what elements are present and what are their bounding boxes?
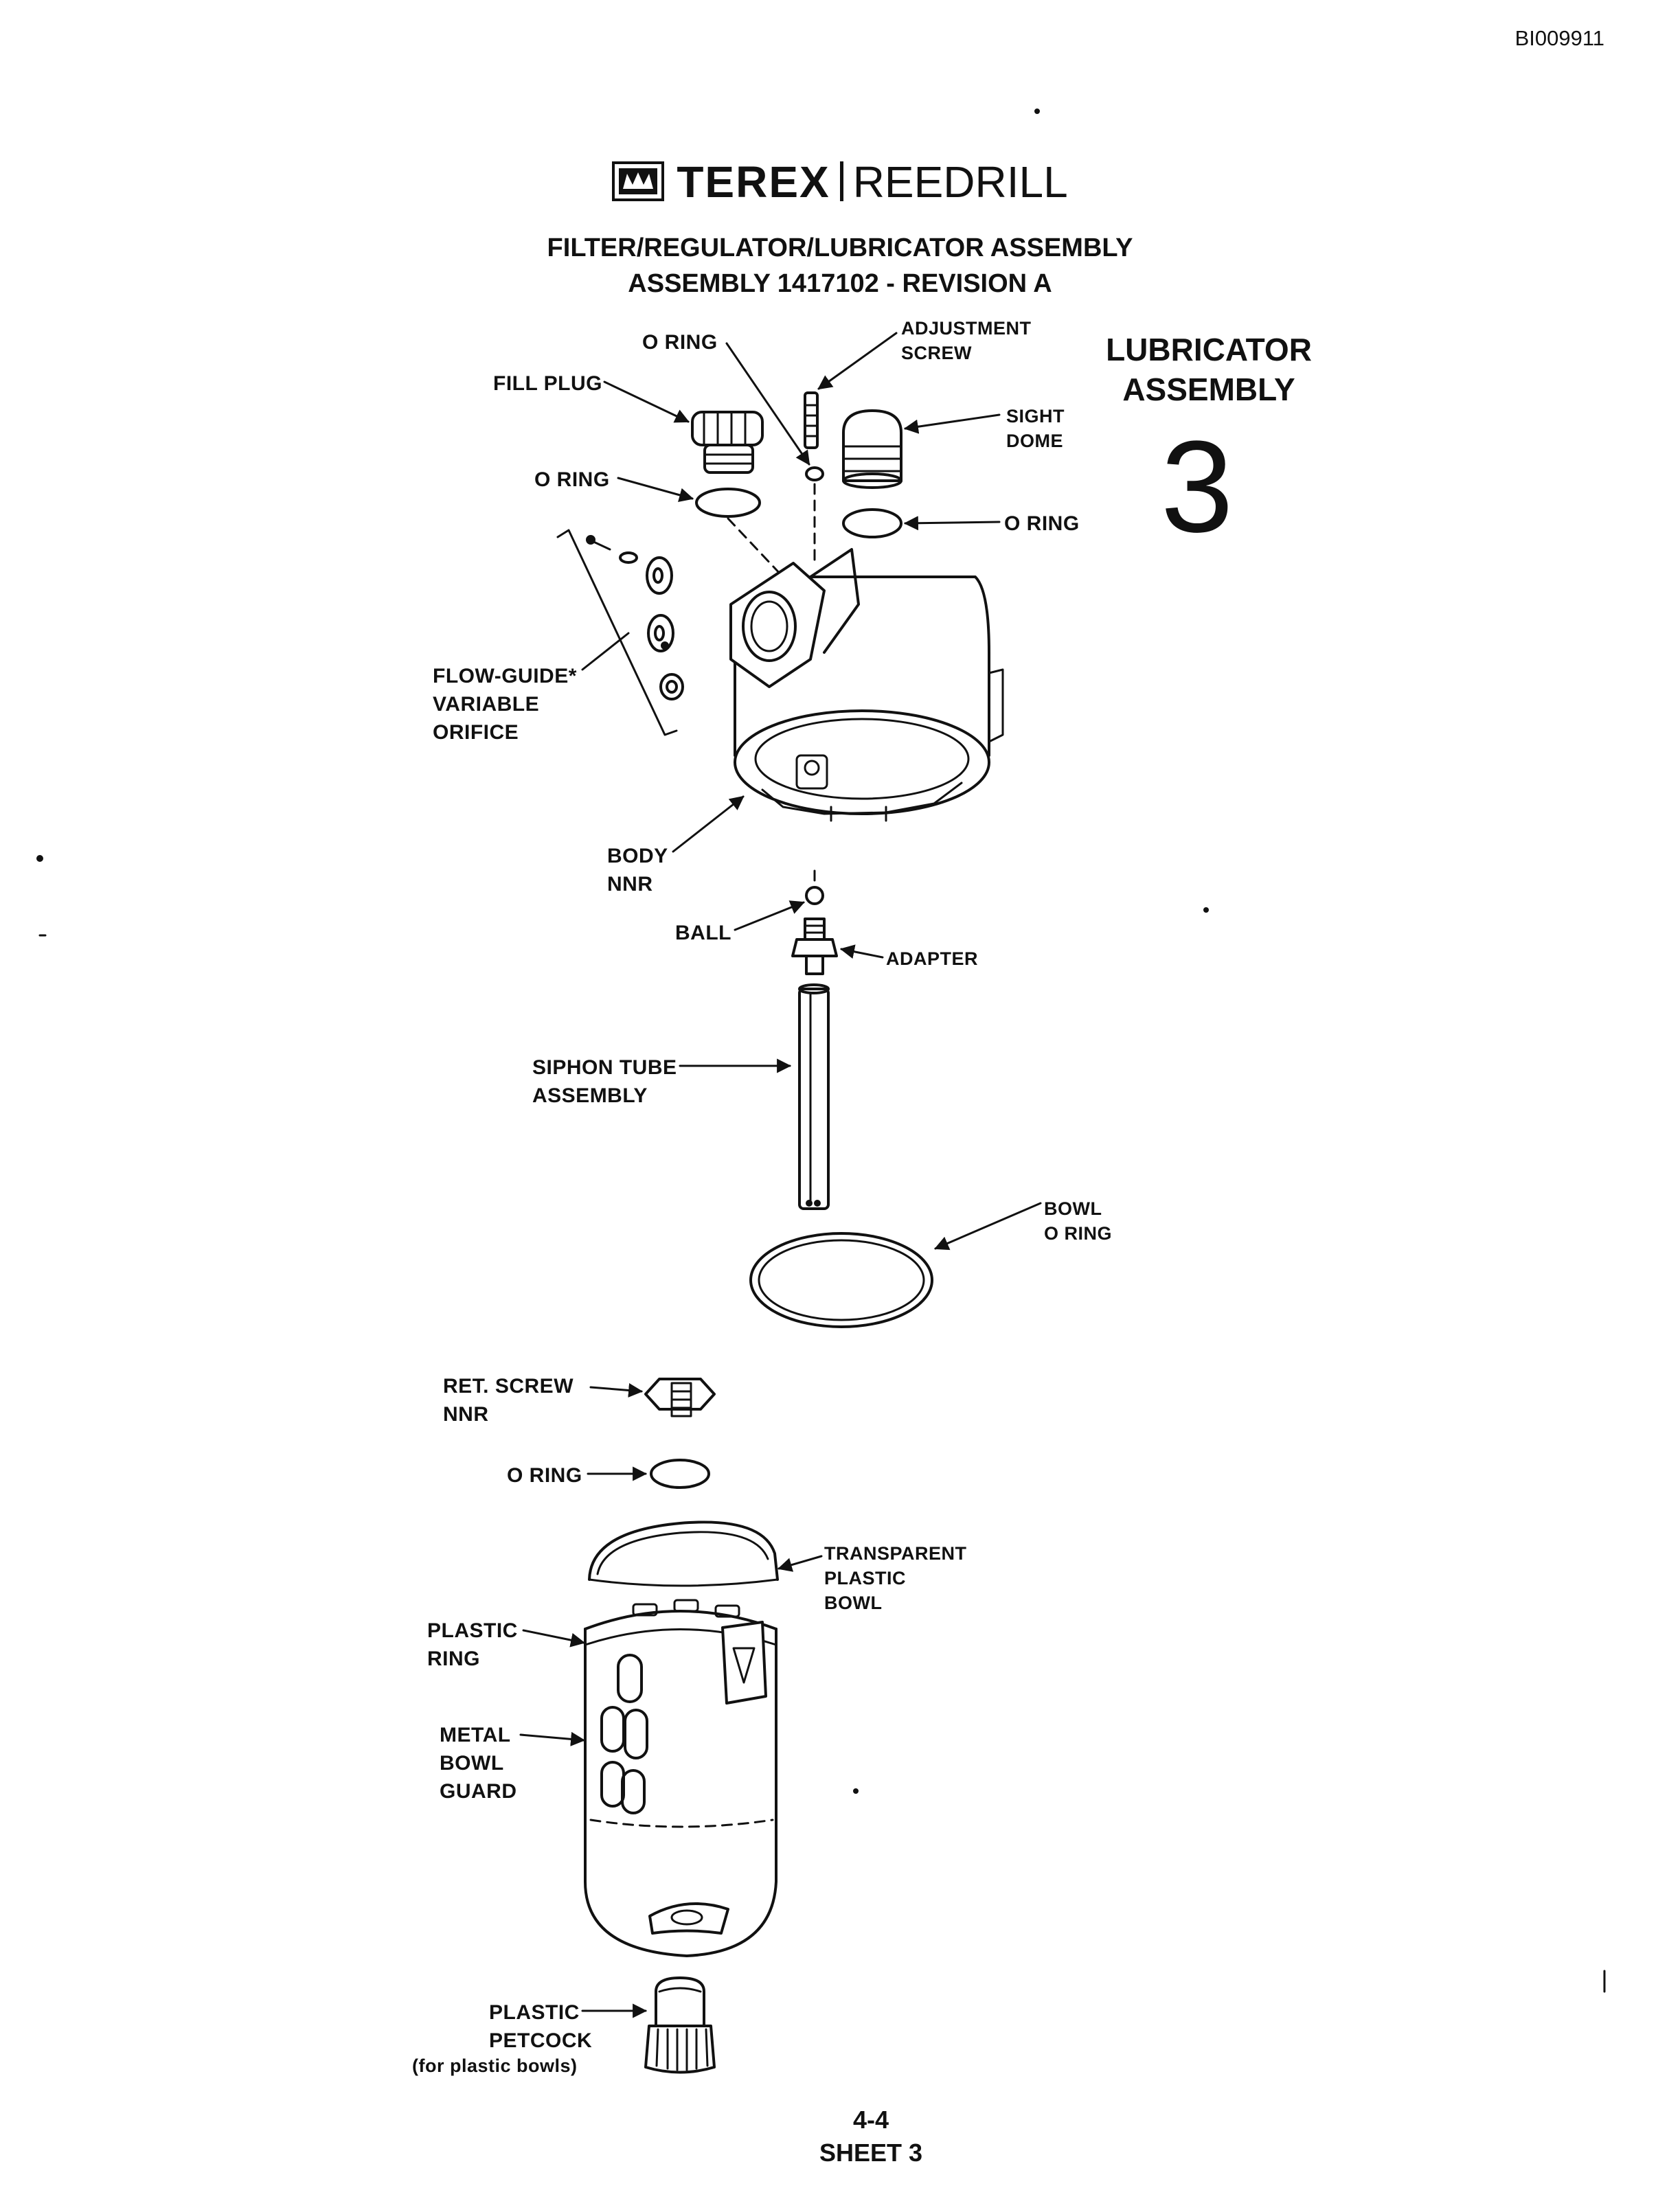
centerline-fill-plug — [727, 517, 784, 578]
assembly-label: LUBRICATOR ASSEMBLY — [1106, 332, 1312, 407]
ret-screw-part — [644, 1378, 716, 1417]
leader-o-ring-right — [903, 516, 1001, 531]
petcock-part — [644, 1976, 716, 2074]
o-ring-top-part — [805, 466, 824, 481]
scan-speck — [1034, 109, 1040, 114]
scan-speck — [1203, 907, 1209, 913]
label-o-ring-top: O RING — [642, 331, 718, 354]
label-o-ring-left: O RING — [534, 468, 610, 491]
label-o-ring-lower: O RING — [507, 1464, 582, 1487]
brand-name-light: REEDRILL — [852, 157, 1068, 207]
leader-adapter — [839, 944, 884, 959]
label-sight-dome: SIGHT DOME — [1006, 406, 1065, 451]
label-plastic-ring: PLASTIC RING — [427, 1619, 518, 1670]
label-flow-guide: FLOW-GUIDE* VARIABLE ORIFICE — [433, 665, 577, 744]
brand-name-bold: TEREX — [677, 157, 830, 207]
assembly-number: 3 — [1161, 414, 1234, 560]
flow-guide-part — [556, 529, 684, 736]
scan-speck — [36, 855, 43, 862]
adjustment-screw-part — [804, 391, 819, 449]
footer-page: 4-4 — [852, 2106, 889, 2134]
label-petcock: PLASTIC PETCOCK — [489, 2001, 593, 2052]
leader-transparent-bowl — [777, 1555, 823, 1572]
label-transparent-bowl: TRANSPARENT PLASTIC BOWL — [824, 1543, 967, 1613]
fill-plug-part — [691, 411, 764, 474]
label-o-ring-right: O RING — [1004, 512, 1080, 535]
title-line-1: FILTER/REGULATOR/LUBRICATOR ASSEMBLY — [547, 233, 1133, 262]
body-part — [729, 548, 1004, 822]
label-siphon-tube: SIPHON TUBE ASSEMBLY — [532, 1056, 677, 1107]
label-ball: BALL — [675, 922, 731, 944]
bowl-o-ring-part — [749, 1232, 933, 1328]
label-fill-plug: FILL PLUG — [493, 372, 602, 395]
brand-divider — [839, 161, 843, 201]
terex-logo-icon — [612, 161, 665, 201]
o-ring-left-part — [695, 488, 761, 518]
label-adapter: ADAPTER — [886, 948, 979, 969]
leader-sight-dome — [903, 413, 1001, 434]
leader-flow-guide — [581, 632, 630, 671]
siphon-tube-part — [798, 983, 830, 1210]
leader-ball — [734, 900, 805, 931]
leader-o-ring-top — [725, 342, 810, 466]
label-petcock-note: (for plastic bowls) — [412, 2055, 578, 2076]
label-metal-bowl-guard: METAL BOWL GUARD — [440, 1724, 517, 1803]
label-ret-screw: RET. SCREW NNR — [443, 1375, 574, 1426]
leader-body — [672, 795, 745, 853]
ball-part — [805, 886, 824, 905]
adapter-part — [791, 918, 838, 975]
leader-adjustment-screw — [817, 332, 898, 390]
leader-o-ring-left — [617, 477, 694, 503]
title-line-2: ASSEMBLY 1417102 - REVISION A — [628, 269, 1052, 298]
transparent-bowl-part — [588, 1520, 779, 1587]
document-id: BI009911 — [1514, 26, 1604, 50]
sight-dome-part — [842, 409, 903, 489]
label-body: BODY NNR — [607, 845, 668, 896]
footer-sheet: SHEET 3 — [819, 2139, 923, 2167]
o-ring-right-part — [842, 508, 903, 538]
metal-bowl-guard-part — [584, 1599, 777, 1957]
label-bowl-o-ring: BOWL O RING — [1044, 1198, 1113, 1244]
leader-ret-screw — [589, 1383, 644, 1398]
label-adjustment-screw: ADJUSTMENT SCREW — [901, 318, 1032, 363]
brand-header: TEREX REEDRILL — [0, 157, 1680, 207]
scan-speck — [853, 1788, 859, 1794]
leader-plastic-ring — [522, 1629, 586, 1648]
leader-fill-plug — [603, 380, 690, 423]
o-ring-lower-part — [650, 1459, 710, 1489]
leader-bowl-o-ring — [934, 1202, 1042, 1251]
leader-metal-bowl-guard — [519, 1731, 586, 1746]
